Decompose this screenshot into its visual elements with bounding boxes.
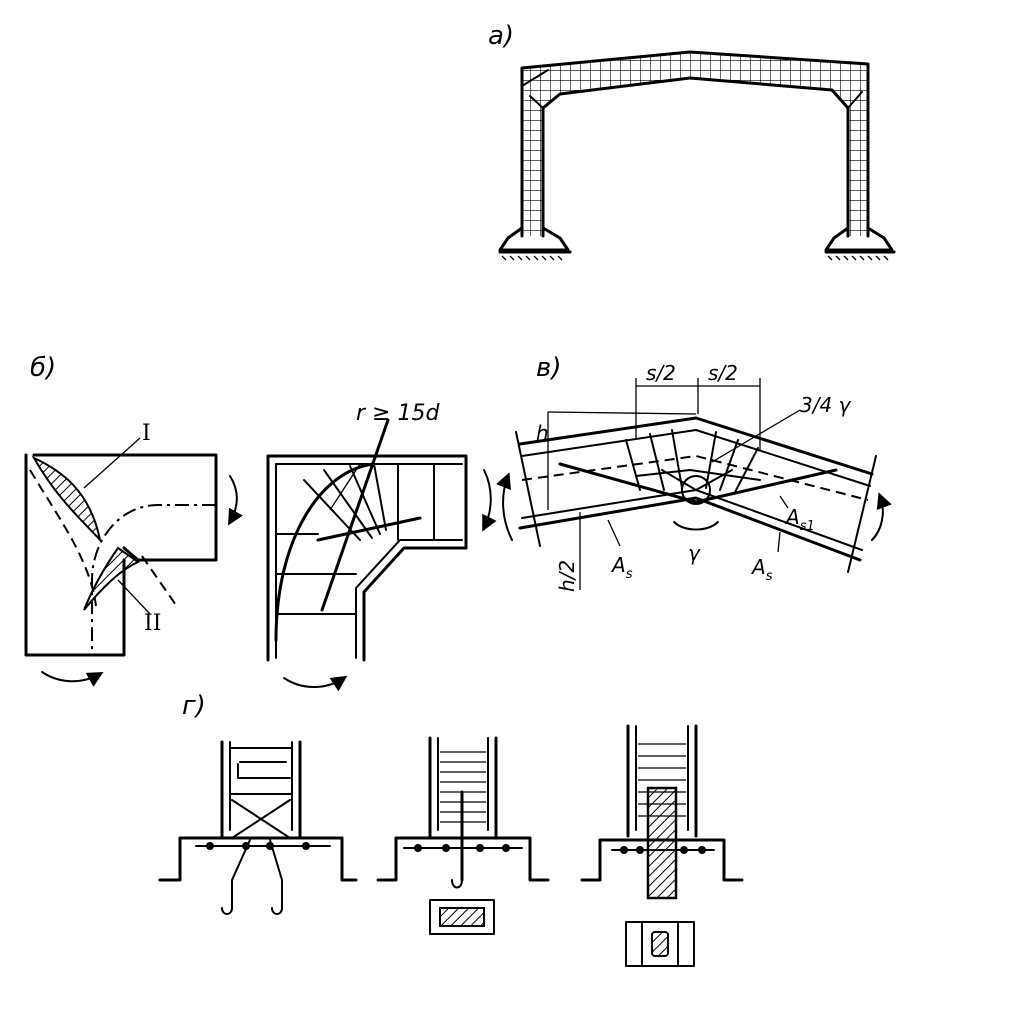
dim-h: h (536, 421, 549, 445)
zone-2-label: II (144, 611, 161, 636)
knee-cracking: I II (24, 421, 243, 687)
figure-v-bent-beam: в) h h/2 s/2 s/2 (496, 353, 892, 592)
anchorage-detail-3 (580, 724, 744, 967)
as1-main: A (784, 505, 800, 529)
as-left-sub: s (626, 567, 633, 582)
as1-label: As1 (784, 505, 815, 534)
as-left-main: A (610, 553, 626, 577)
angle-gamma: γ (688, 541, 701, 565)
label-b: б) (30, 353, 56, 383)
as1-sub: s1 (800, 519, 815, 534)
label-v: в) (536, 353, 561, 383)
anchorage-detail-1 (158, 740, 358, 915)
dim-s-half-left: s/2 (646, 361, 676, 385)
knee-reinforcement: r ≥ 15d (266, 401, 497, 692)
radius-label: r ≥ 15d (356, 401, 440, 426)
figure-a-frame: а) (488, 21, 896, 261)
as-left-label: As (610, 553, 633, 582)
figure-b-knee-joints: б) I II (24, 353, 497, 692)
label-g: г) (182, 691, 206, 721)
label-a: а) (488, 21, 514, 51)
as-right-main: A (750, 555, 766, 579)
angle-three-quarter: 3/4 γ (800, 393, 852, 417)
as-right-sub: s (766, 569, 773, 584)
dim-s-half-right: s/2 (708, 361, 738, 385)
dim-h-half: h/2 (555, 560, 579, 592)
as-right-label: As (750, 555, 773, 584)
zone-1-label: I (142, 421, 151, 446)
figure-g-anchorages: г) (158, 691, 744, 967)
anchorage-detail-2 (376, 736, 550, 935)
